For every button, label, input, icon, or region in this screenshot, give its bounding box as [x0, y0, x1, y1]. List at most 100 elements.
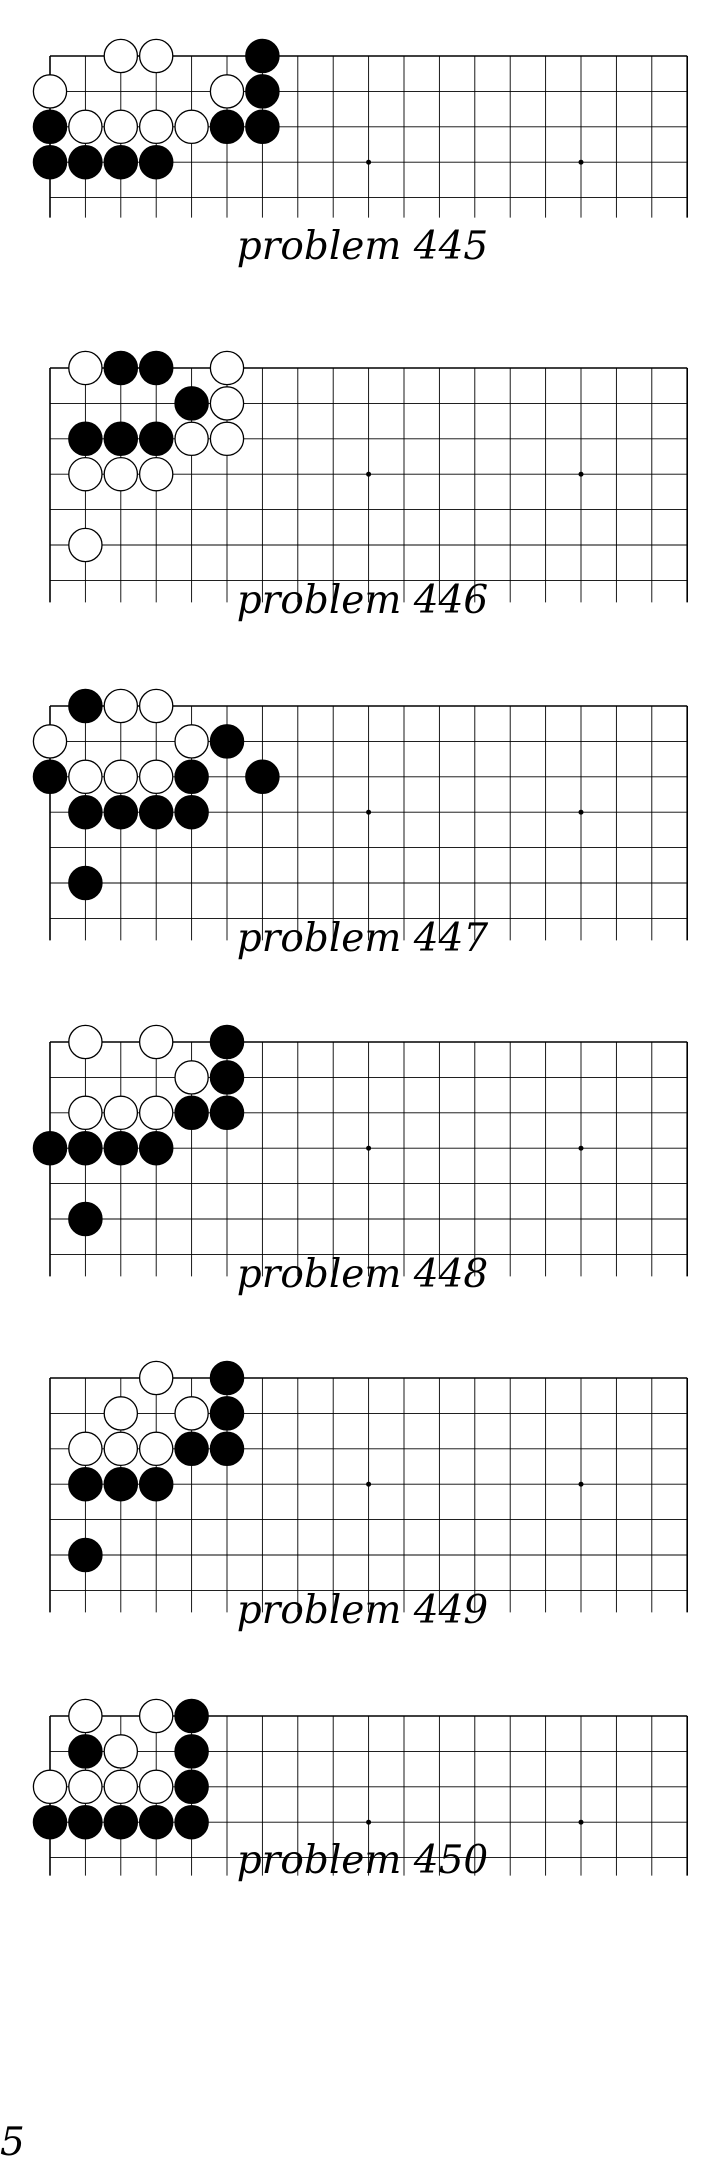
go-board — [32, 688, 689, 941]
white-stone — [68, 527, 103, 563]
problem-caption: problem 450 — [236, 1838, 489, 1883]
white-stone — [138, 109, 174, 145]
go-board — [32, 1024, 689, 1277]
black-stone — [209, 1060, 245, 1095]
black-stone — [209, 1095, 245, 1131]
page-number: 5 — [0, 2120, 25, 2165]
black-stone — [138, 794, 174, 830]
white-stone — [138, 38, 174, 74]
white-stone — [103, 688, 139, 724]
black-stone — [32, 759, 68, 795]
white-stone — [174, 1060, 209, 1095]
problem-caption: problem 447 — [236, 916, 489, 961]
problem-caption: problem 446 — [236, 578, 489, 623]
white-stone — [32, 74, 68, 109]
black-stone — [174, 1698, 209, 1734]
black-stone — [174, 1804, 209, 1840]
black-stone — [174, 759, 209, 795]
white-stone — [68, 1698, 103, 1734]
white-stone — [68, 1095, 103, 1131]
black-stone — [68, 1804, 103, 1840]
white-stone — [209, 350, 245, 386]
black-stone — [68, 144, 103, 180]
black-stone — [68, 1130, 103, 1166]
white-stone — [174, 421, 209, 457]
white-stone — [103, 456, 139, 492]
black-stone — [68, 421, 103, 457]
problem-caption: problem 448 — [236, 1252, 489, 1297]
star-point — [578, 809, 584, 815]
white-stone — [68, 759, 103, 795]
black-stone — [68, 1734, 103, 1769]
white-stone — [138, 456, 174, 492]
black-stone — [174, 1431, 209, 1467]
star-point — [578, 159, 584, 165]
black-stone — [103, 421, 139, 457]
black-stone — [209, 724, 245, 759]
black-stone — [103, 1466, 139, 1502]
star-point — [366, 1819, 372, 1825]
white-stone — [103, 1095, 139, 1131]
star-point — [366, 809, 372, 815]
white-stone — [138, 688, 174, 724]
white-stone — [103, 759, 139, 795]
white-stone — [174, 724, 209, 759]
white-stone — [103, 1431, 139, 1467]
white-stone — [138, 1769, 174, 1805]
go-board — [49, 1360, 689, 1613]
star-point — [366, 1481, 372, 1487]
white-stone — [174, 109, 209, 145]
black-stone — [245, 109, 280, 145]
white-stone — [68, 1024, 103, 1060]
star-point — [366, 471, 372, 477]
black-stone — [68, 794, 103, 830]
black-stone — [209, 1396, 245, 1431]
black-stone — [245, 74, 280, 109]
white-stone — [103, 1396, 139, 1431]
black-stone — [68, 865, 103, 901]
white-stone — [103, 109, 139, 145]
black-stone — [138, 350, 174, 386]
white-stone — [209, 386, 245, 421]
white-stone — [209, 74, 245, 109]
black-stone — [209, 1360, 245, 1396]
black-stone — [103, 794, 139, 830]
white-stone — [68, 1769, 103, 1805]
white-stone — [32, 724, 68, 759]
black-stone — [138, 1130, 174, 1166]
black-stone — [68, 1537, 103, 1573]
white-stone — [138, 1360, 174, 1396]
black-stone — [209, 1024, 245, 1060]
go-board — [32, 38, 689, 218]
black-stone — [138, 421, 174, 457]
white-stone — [68, 350, 103, 386]
white-stone — [68, 109, 103, 145]
black-stone — [32, 1130, 68, 1166]
white-stone — [68, 456, 103, 492]
black-stone — [32, 144, 68, 180]
black-stone — [138, 1466, 174, 1502]
black-stone — [174, 386, 209, 421]
black-stone — [103, 144, 139, 180]
black-stone — [245, 759, 280, 795]
black-stone — [68, 1201, 103, 1237]
white-stone — [138, 1095, 174, 1131]
white-stone — [103, 1734, 139, 1769]
star-point — [578, 1145, 584, 1151]
black-stone — [245, 38, 280, 74]
black-stone — [32, 1804, 68, 1840]
black-stone — [32, 109, 68, 145]
black-stone — [138, 144, 174, 180]
star-point — [366, 159, 372, 165]
problem-caption: problem 445 — [236, 224, 489, 269]
white-stone — [32, 1769, 68, 1805]
go-board — [32, 1698, 689, 1876]
go-board — [49, 350, 689, 603]
white-stone — [103, 38, 139, 74]
black-stone — [68, 1466, 103, 1502]
black-stone — [209, 1431, 245, 1467]
white-stone — [138, 1431, 174, 1467]
star-point — [578, 1819, 584, 1825]
white-stone — [174, 1396, 209, 1431]
black-stone — [103, 1130, 139, 1166]
